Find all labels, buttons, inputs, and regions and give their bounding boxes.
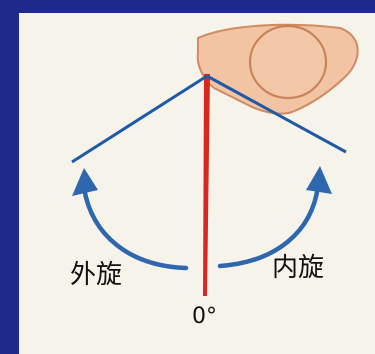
neutral-angle-label: 0° <box>192 306 217 328</box>
head-circle <box>250 26 326 98</box>
limb-illustration <box>198 25 358 114</box>
external-rotation-label: 外旋 <box>70 262 122 288</box>
internal-rotation-label: 内旋 <box>272 255 324 281</box>
curved-arrow-up-right-icon <box>220 166 332 266</box>
external-rotation-line <box>72 76 207 162</box>
curved-arrow-up-left-icon <box>72 168 186 268</box>
neutral-axis-line <box>203 74 210 296</box>
